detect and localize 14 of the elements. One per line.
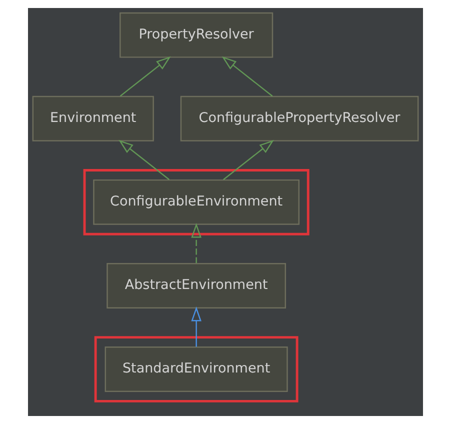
node-box: StandardEnvironment (104, 346, 288, 392)
arrow (118, 140, 170, 180)
node-box: AbstractEnvironment (106, 262, 286, 308)
node-box: ConfigurablePropertyResolver (180, 96, 418, 142)
cluster (82, 169, 309, 236)
arrow (190, 222, 201, 264)
node-box: Environment (32, 96, 154, 142)
cluster (94, 336, 298, 402)
arrow (119, 56, 170, 97)
arrow (221, 56, 272, 97)
arrow (222, 140, 274, 180)
node-box: PropertyResolver (119, 12, 273, 58)
node-box: ConfigurableEnvironment (92, 179, 300, 225)
arrow (190, 306, 201, 347)
